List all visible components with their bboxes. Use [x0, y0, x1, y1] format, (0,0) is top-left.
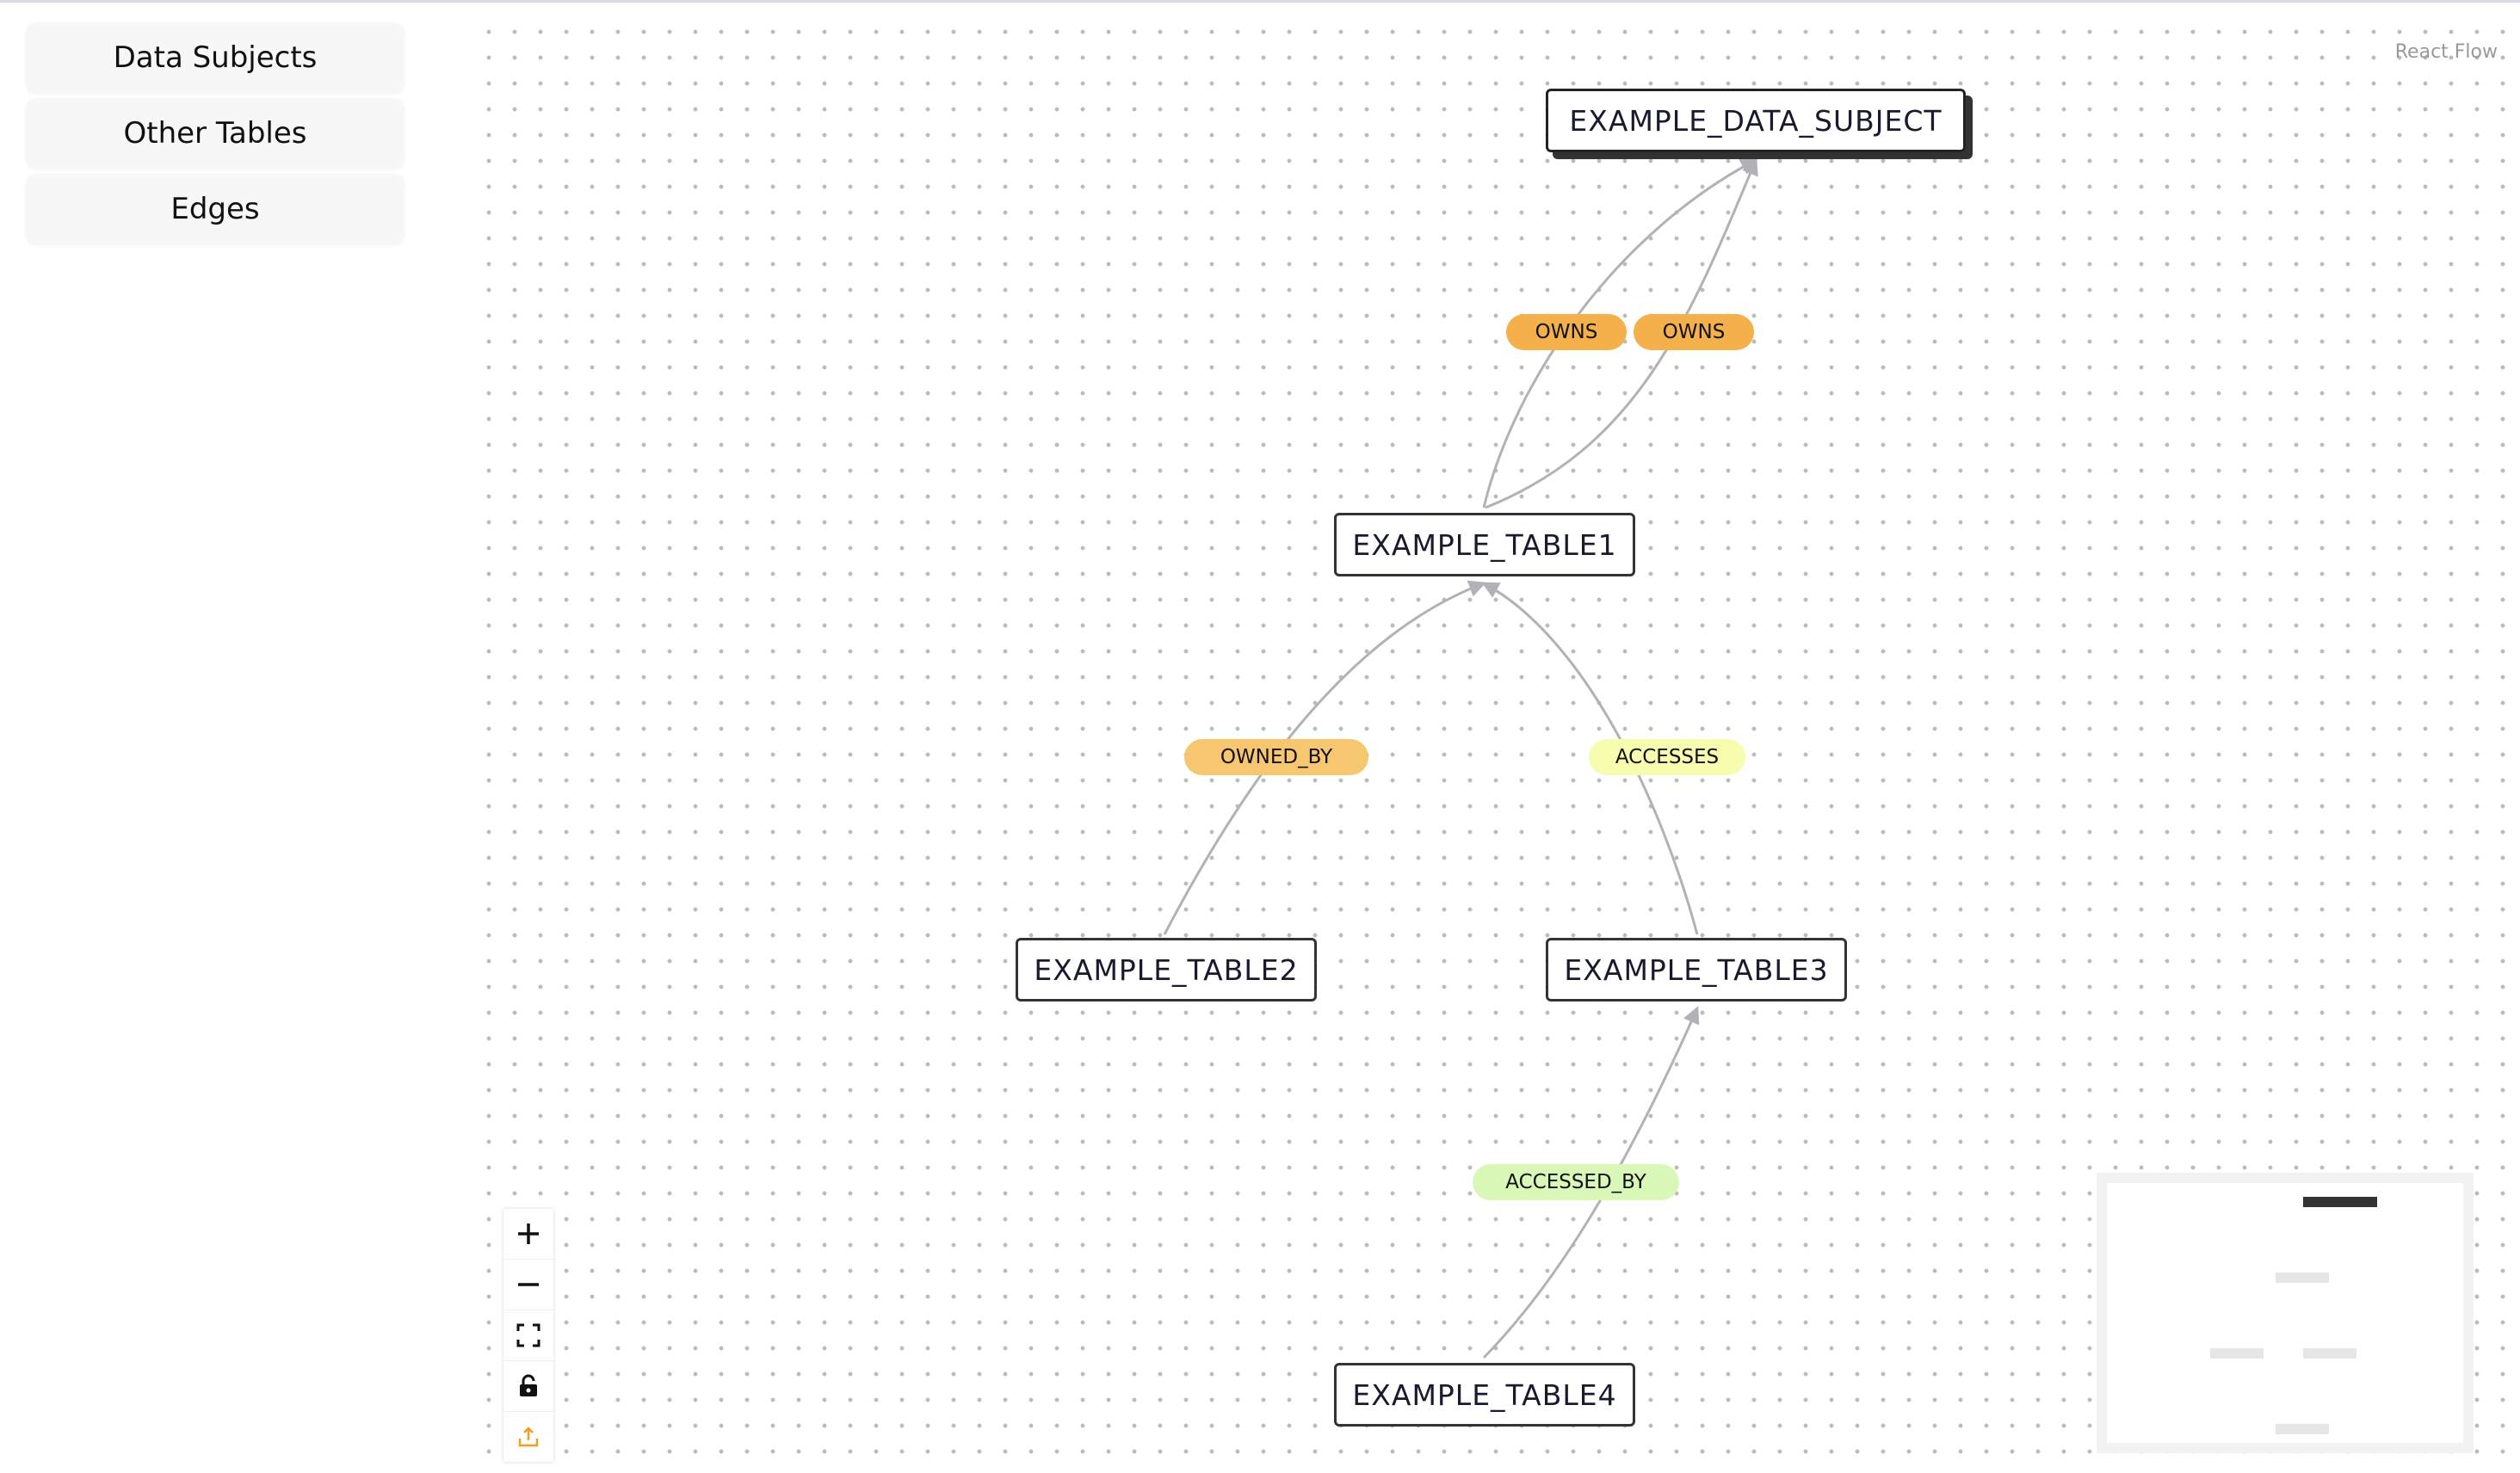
edge-label-owned-by[interactable]: OWNED_BY	[1184, 739, 1368, 775]
fit-view-button[interactable]	[503, 1310, 553, 1361]
edge-label-owns-a[interactable]: OWNS	[1506, 314, 1627, 350]
zoom-out-button[interactable]	[503, 1260, 553, 1310]
edge-accesses[interactable]	[1481, 582, 1699, 935]
edge-accessed-by[interactable]	[1482, 1006, 1700, 1359]
minimap-node-table4	[2276, 1424, 2329, 1434]
sidebar: Data Subjects Other Tables Edges	[26, 22, 405, 250]
minimap-node-table2	[2210, 1348, 2264, 1359]
plus-icon	[518, 1223, 539, 1244]
minimap-node-table1	[2276, 1273, 2329, 1283]
node-example-table4[interactable]: EXAMPLE_TABLE4	[1334, 1363, 1635, 1427]
node-example-table3[interactable]: EXAMPLE_TABLE3	[1546, 938, 1847, 1002]
minus-icon	[518, 1283, 539, 1286]
edge-label-owns-b[interactable]: OWNS	[1634, 314, 1754, 350]
node-example-data-subject[interactable]: EXAMPLE_DATA_SUBJECT	[1546, 89, 1966, 152]
node-example-table2[interactable]: EXAMPLE_TABLE2	[1016, 938, 1317, 1002]
fit-view-icon	[516, 1323, 540, 1347]
lock-button[interactable]	[503, 1361, 553, 1412]
other-tables-button[interactable]: Other Tables	[26, 98, 405, 169]
zoom-in-button[interactable]	[503, 1209, 553, 1260]
minimap-node-subject	[2303, 1197, 2377, 1207]
minimap[interactable]	[2097, 1173, 2474, 1453]
react-flow-attribution[interactable]: React Flow	[2394, 41, 2498, 63]
minimap-viewport	[2107, 1183, 2463, 1443]
edges-button[interactable]: Edges	[26, 174, 405, 244]
top-border	[0, 0, 2520, 3]
lock-icon	[520, 1374, 537, 1396]
node-example-table1[interactable]: EXAMPLE_TABLE1	[1334, 513, 1635, 576]
data-subjects-button[interactable]: Data Subjects	[26, 22, 405, 93]
export-icon	[518, 1427, 539, 1447]
edge-owns-a[interactable]	[1482, 158, 1758, 508]
edge-label-accesses[interactable]: ACCESSES	[1589, 739, 1745, 775]
flow-controls	[503, 1209, 553, 1462]
minimap-node-table3	[2303, 1348, 2356, 1359]
edge-owns-b[interactable]	[1485, 157, 1758, 509]
export-button[interactable]	[503, 1412, 553, 1462]
edge-label-accessed-by[interactable]: ACCESSED_BY	[1473, 1164, 1679, 1200]
edge-owned-by[interactable]	[1163, 580, 1486, 935]
